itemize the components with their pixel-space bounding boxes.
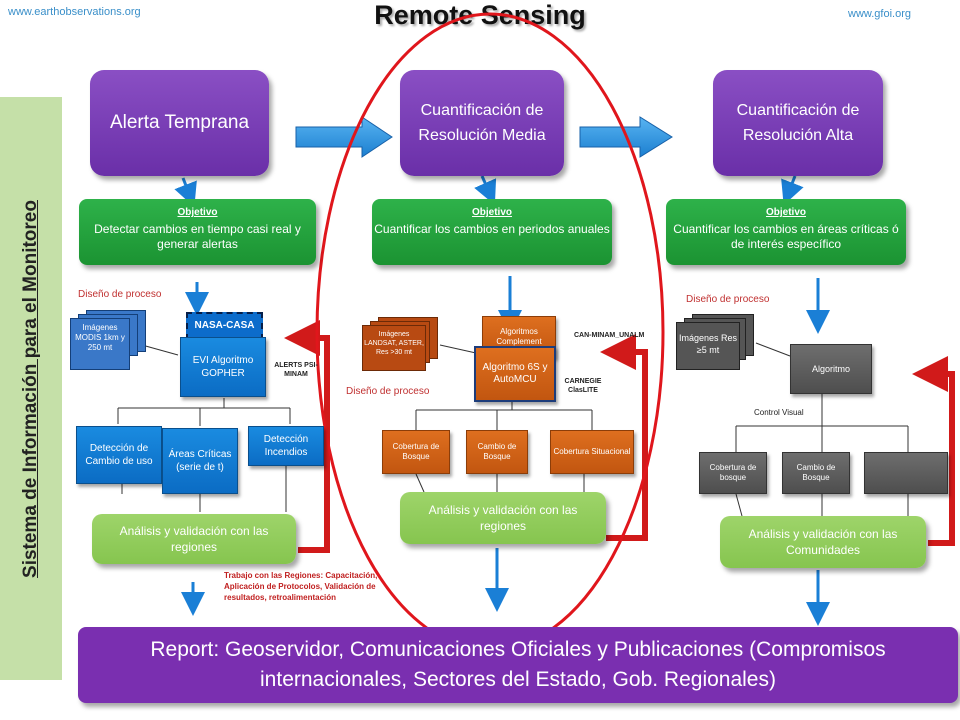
output-cambio-bosque: Cambio de Bosque — [466, 430, 528, 474]
process-label-right: Diseño de proceso — [686, 294, 770, 305]
sidebar-panel — [0, 97, 62, 680]
algorithm-gopher: EVI Algoritmo GOPHER — [180, 337, 266, 397]
output-cambio-bosque-right: Cambio de Bosque — [782, 452, 850, 494]
algorithm-right: Algoritmo — [790, 344, 872, 394]
analysis-middle: Análisis y validación con las regiones — [400, 492, 606, 544]
carnegie-claslite: CARNEGIE ClasLITE — [564, 378, 602, 394]
header-alerta-temprana: Alerta Temprana — [90, 70, 269, 176]
objective-left: Objetivo Detectar cambios en tiempo casi… — [79, 199, 316, 265]
analysis-right: Análisis y validación con las Comunidade… — [720, 516, 926, 568]
url-left[interactable]: www.earthobservations.org — [8, 6, 141, 18]
analysis-left: Análisis y validación con las regiones — [92, 514, 296, 564]
objective-left-text: Detectar cambios en tiempo casi real y g… — [94, 222, 301, 251]
alerts-psi-minam: ALERTS PSI-MINAM — [274, 362, 318, 378]
objective-right: Objetivo Cuantificar los cambios en área… — [666, 199, 906, 265]
header-resolucion-alta: Cuantificación de Resolución Alta — [713, 70, 883, 176]
header-resolucion-media: Cuantificación de Resolución Media — [400, 70, 564, 176]
objective-middle-text: Cuantificar los cambios en periodos anua… — [374, 222, 610, 236]
algorithm-6s-automcu: Algoritmo 6S y AutoMCU — [474, 346, 556, 402]
process-label-left: Diseño de proceso — [78, 289, 162, 300]
images-landsat: Imágenes LANDSAT, ASTER, Res >30 mt — [362, 325, 426, 371]
output-cobertura-situacional: Cobertura Situacional — [550, 430, 634, 474]
regions-note: Trabajo con las Regiones: Capacitación, … — [224, 571, 378, 602]
can-minam-unalm: CAN-MINAM_UNALM — [574, 332, 645, 339]
output-cobertura-bosque-right: Cobertura de bosque — [699, 452, 767, 494]
url-right[interactable]: www.gfoi.org — [848, 8, 911, 20]
objective-right-label: Objetivo — [765, 207, 806, 218]
objective-left-label: Objetivo — [177, 207, 218, 218]
report-banner: Report: Geoservidor, Comunicaciones Ofic… — [78, 627, 958, 703]
output-areas-criticas: Áreas Críticas (serie de t) — [162, 428, 238, 494]
images-high-res: Imágenes Res ≥5 mt — [676, 322, 740, 370]
output-empty-right — [864, 452, 948, 494]
objective-middle: Objetivo Cuantificar los cambios en peri… — [372, 199, 612, 265]
output-deteccion-incendios: Detección Incendios — [248, 426, 324, 466]
objective-right-text: Cuantificar los cambios en áreas crítica… — [673, 222, 899, 251]
process-label-middle: Diseño de proceso — [346, 386, 430, 397]
control-visual-label: Control Visual — [754, 408, 804, 417]
output-cobertura-bosque: Cobertura de Bosque — [382, 430, 450, 474]
nasa-casa: NASA-CASA — [186, 312, 263, 340]
images-modis: Imágenes MODIS 1km y 250 mt — [70, 318, 130, 370]
output-deteccion-cambio: Detección de Cambio de uso — [76, 426, 162, 484]
objective-middle-label: Objetivo — [471, 207, 512, 218]
flow-arrow-1 — [295, 116, 393, 158]
